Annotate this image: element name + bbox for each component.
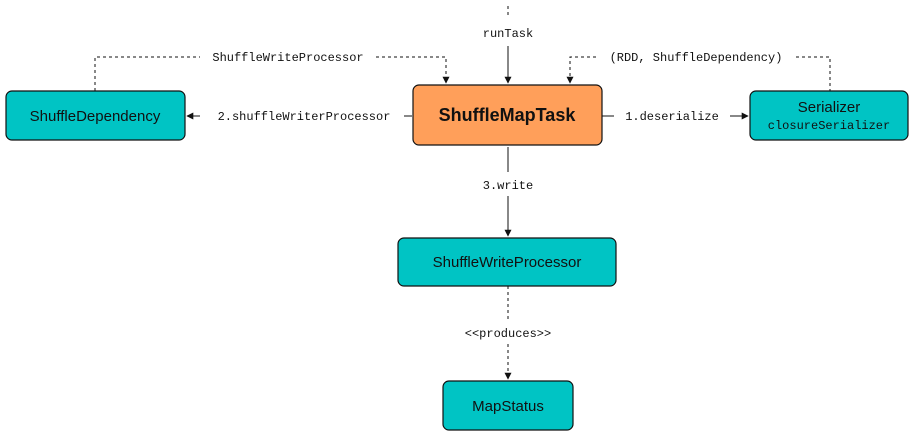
map-status-label: MapStatus <box>472 398 544 415</box>
deserialize-label: 1.deserialize <box>625 110 719 124</box>
map-status-box <box>442 380 574 431</box>
shuffle-write-processor-box <box>397 237 617 287</box>
serializer-node: Serializer closureSerializer <box>749 90 909 141</box>
rdd-dependency-link-right <box>796 56 831 91</box>
shuffle-write-processor-link-left <box>94 56 200 91</box>
shuffle-write-processor-node: ShuffleWriteProcessor <box>397 237 617 287</box>
rdd-dependency-link-label: (RDD, ShuffleDependency) <box>610 51 783 65</box>
shuffle-dependency-box <box>5 90 186 141</box>
write-label: 3.write <box>483 179 533 193</box>
produces-label: <<produces>> <box>465 327 551 341</box>
shuffle-write-processor-label: ShuffleWriteProcessor <box>433 254 582 271</box>
shuffle-map-task-box <box>412 84 603 146</box>
shuffle-write-processor-link-label: ShuffleWriteProcessor <box>212 51 363 65</box>
serializer-box <box>749 90 909 141</box>
serializer-sublabel: closureSerializer <box>768 119 890 133</box>
shuffle-writer-processor-label: 2.shuffleWriterProcessor <box>218 110 391 124</box>
run-task-label: runTask <box>483 27 533 41</box>
shuffle-map-task-label: ShuffleMapTask <box>439 105 577 125</box>
shuffle-map-task-node: ShuffleMapTask <box>412 84 603 146</box>
shuffle-dependency-label: ShuffleDependency <box>30 108 161 125</box>
serializer-label: Serializer <box>798 99 861 116</box>
map-status-node: MapStatus <box>442 380 574 431</box>
shuffle-dependency-node: ShuffleDependency <box>5 90 186 141</box>
rdd-dependency-link-left <box>566 56 596 84</box>
shuffle-write-processor-link-right <box>376 56 450 84</box>
